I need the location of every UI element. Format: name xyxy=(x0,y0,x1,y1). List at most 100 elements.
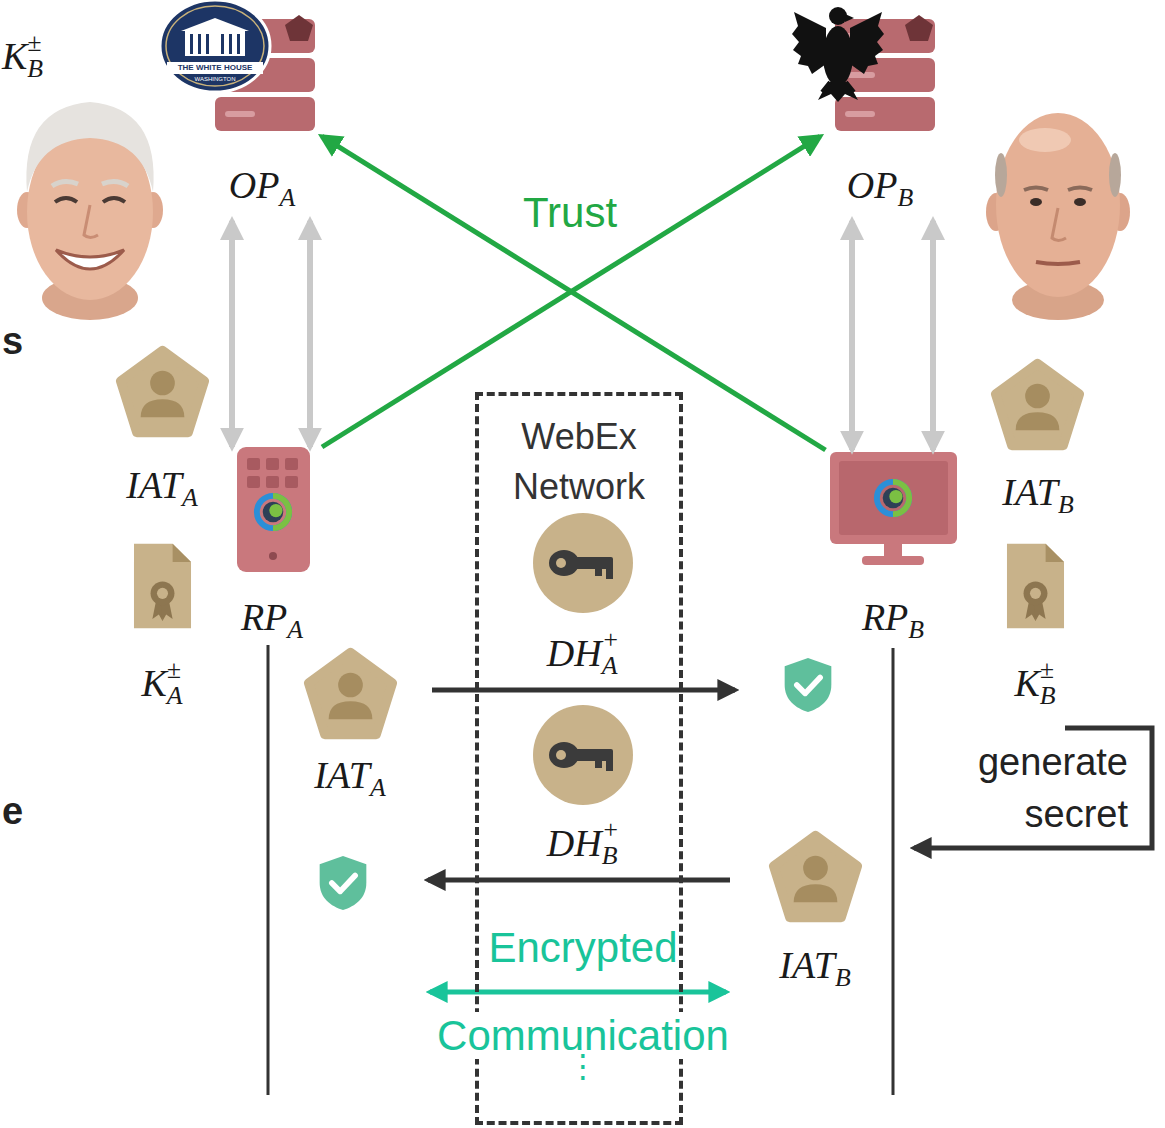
math-base: IAT xyxy=(126,464,182,506)
logo-text-text: THE WHITE HOUSE xyxy=(178,63,253,72)
exchange-arrow xyxy=(849,221,855,450)
person-portrait xyxy=(17,102,163,320)
token-node: IATB xyxy=(760,830,870,1001)
exchange-arrow xyxy=(229,221,235,447)
math-scripts: ±A xyxy=(167,657,183,709)
node-label: IATB xyxy=(1002,469,1073,528)
channel-label-text: Encrypted Communication xyxy=(437,924,729,1059)
ellipsis-text: ⋮ xyxy=(567,1048,599,1084)
math-sub: B xyxy=(1040,683,1056,709)
key-icon xyxy=(533,513,633,613)
math-sup: ± xyxy=(1040,657,1056,683)
math-base: OP xyxy=(847,164,898,206)
math-sub: B xyxy=(908,615,924,644)
math-base: K xyxy=(1014,662,1039,704)
node-label: IATA xyxy=(126,462,197,521)
logo-text: THE WHITE HOUSE xyxy=(167,62,263,74)
math-scripts: ±B xyxy=(27,30,43,82)
node-label: IATA xyxy=(314,752,385,811)
math-base: IAT xyxy=(1002,471,1058,513)
token-icon xyxy=(309,653,393,735)
math-sub: A xyxy=(287,615,303,644)
key-icon xyxy=(533,705,633,805)
certificate-icon xyxy=(134,544,191,629)
monitor-node: RPB xyxy=(826,450,961,653)
ellipsis: ⋮ xyxy=(563,1046,603,1086)
verified-shield xyxy=(785,658,832,712)
monitor-icon xyxy=(830,452,957,565)
math-scripts: ±B xyxy=(1040,657,1056,709)
eagle-logo xyxy=(792,7,884,102)
math-base: RP xyxy=(241,596,287,638)
math-base: K xyxy=(141,662,166,704)
math-sub: B xyxy=(27,56,43,82)
token-icon xyxy=(774,836,858,918)
logo-text: WASHINGTON xyxy=(185,75,245,83)
trust-arrow xyxy=(322,136,826,450)
math-sub: A xyxy=(167,683,183,709)
math-base: IAT xyxy=(314,754,370,796)
math-sub: A xyxy=(279,183,295,212)
node-label: RPA xyxy=(241,594,303,653)
key-node: DH+A xyxy=(513,513,653,679)
node-label: DH+A xyxy=(547,627,619,679)
math-base: DH xyxy=(547,632,602,674)
math-sub: B xyxy=(897,183,913,212)
node-label: K±A xyxy=(141,657,182,709)
node-label: DH+B xyxy=(547,817,619,869)
exchange-arrow xyxy=(930,221,936,450)
node-label: OPA xyxy=(229,162,295,221)
node-label: RPB xyxy=(862,594,924,653)
trust-label: Trust xyxy=(490,188,650,238)
node-label: K±B xyxy=(1014,657,1055,709)
cut-text: s xyxy=(2,318,23,364)
logo-text-text: WASHINGTON xyxy=(194,76,235,82)
key-label: K±B xyxy=(2,30,43,82)
key-label-text: K±B xyxy=(2,35,43,77)
key-node: DH+B xyxy=(513,705,653,869)
token-node: IATA xyxy=(295,647,405,811)
math-scripts: +A xyxy=(602,627,619,679)
math-scripts: +B xyxy=(602,817,619,869)
cut-text: e xyxy=(2,788,23,834)
math-base: K xyxy=(2,35,27,77)
cut-text-text: e xyxy=(2,790,23,832)
node-label: IATB xyxy=(779,942,850,1001)
server-node: OPB xyxy=(820,10,940,221)
token-icon xyxy=(996,364,1080,446)
trust-label-text: Trust xyxy=(523,189,617,236)
step-label: generate secret xyxy=(920,736,1128,840)
white-house-logo xyxy=(160,0,270,92)
math-sub: B xyxy=(602,843,619,869)
math-sub: A xyxy=(370,773,386,802)
bracket-arrow xyxy=(914,728,1152,848)
math-sub: B xyxy=(835,963,851,992)
certificate-node: K±A xyxy=(117,540,207,709)
math-sup: + xyxy=(602,817,619,843)
lifeline xyxy=(892,648,895,1095)
math-sub: B xyxy=(1058,490,1074,519)
person-portrait xyxy=(986,113,1130,320)
verified-shield xyxy=(320,856,367,910)
math-sup: ± xyxy=(167,657,183,683)
math-sup: ± xyxy=(27,30,43,56)
math-base: IAT xyxy=(779,944,835,986)
lifeline xyxy=(267,645,270,1095)
message-arrow xyxy=(428,878,730,883)
phone-node: RPA xyxy=(222,447,322,653)
phone-icon xyxy=(237,447,310,572)
certificate-icon xyxy=(1007,544,1064,629)
math-base: RP xyxy=(862,596,908,638)
box-heading: WebEx Network xyxy=(483,412,675,512)
token-node: IATB xyxy=(983,358,1093,528)
node-label: OPB xyxy=(847,162,913,221)
cut-text-text: s xyxy=(2,320,23,362)
math-base: OP xyxy=(229,164,280,206)
math-sub: A xyxy=(602,653,619,679)
server-node: OPA xyxy=(202,10,322,221)
token-node: IATA xyxy=(107,345,217,521)
math-sup: + xyxy=(602,627,619,653)
math-sub: A xyxy=(182,483,198,512)
token-icon xyxy=(121,351,205,433)
